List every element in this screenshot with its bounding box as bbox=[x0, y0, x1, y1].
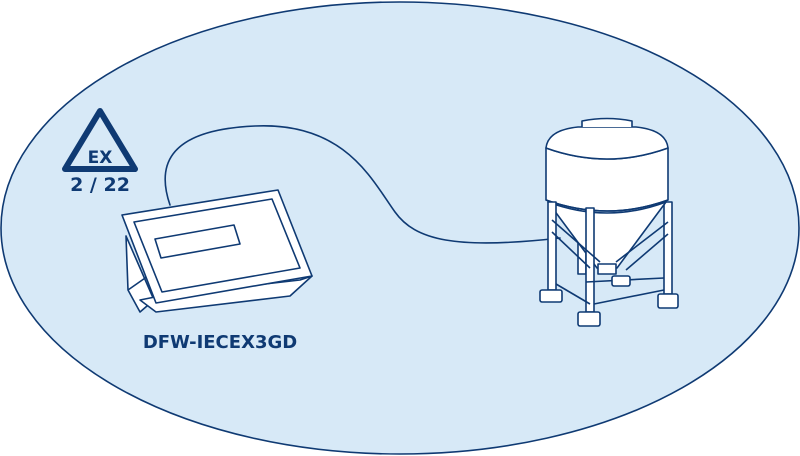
connection-cable bbox=[164, 125, 561, 244]
device-model-label: DFW-IECEX3GD bbox=[143, 332, 297, 353]
silo-on-load-cells-icon bbox=[539, 117, 679, 327]
ex-badge: EX 2 / 22 bbox=[62, 108, 138, 196]
weighing-terminal-icon bbox=[121, 189, 313, 313]
ex-zone-text: 2 / 22 bbox=[70, 174, 130, 196]
ex-mark-text: EX bbox=[88, 148, 113, 168]
atex-warning-triangle-icon bbox=[62, 108, 138, 172]
